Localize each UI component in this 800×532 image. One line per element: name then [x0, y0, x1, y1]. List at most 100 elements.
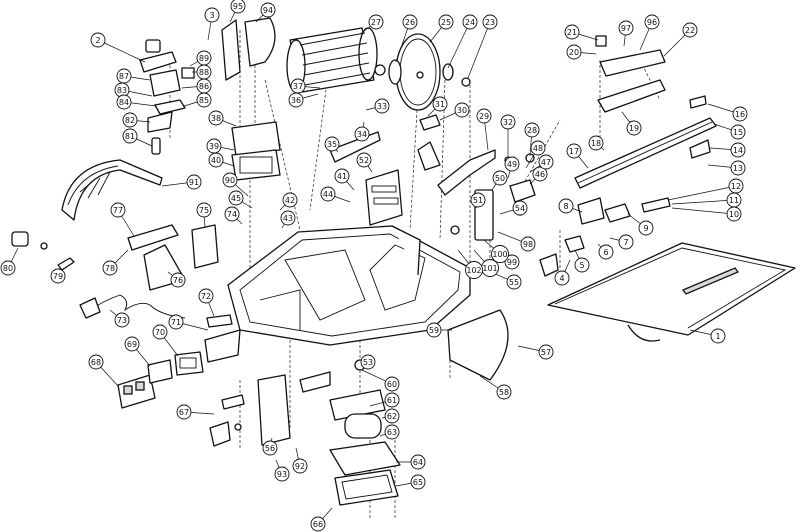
callout-number: 41 [337, 172, 347, 181]
callout-number: 8 [563, 202, 568, 211]
callout-number: 78 [105, 264, 115, 273]
callout-circle [176, 404, 192, 420]
callout-47: 47 [538, 154, 554, 170]
callout-circle [170, 272, 186, 288]
callout-37: 37 [290, 78, 306, 94]
leader-line-23 [467, 21, 491, 79]
callout-circle [538, 344, 554, 360]
callout-number: 21 [567, 28, 577, 37]
callout-number: 96 [647, 18, 657, 27]
callout-number: 102 [466, 266, 481, 275]
callout-number: 50 [495, 174, 505, 183]
callout-16: 16 [732, 106, 748, 122]
callout-94: 94 [260, 2, 276, 18]
callout-circle [410, 474, 426, 490]
callout-number: 101 [482, 264, 497, 273]
callout-14: 14 [730, 142, 746, 158]
callout-number: 34 [357, 130, 367, 139]
callout-number: 1 [715, 332, 720, 341]
saw-blade [388, 33, 471, 111]
callout-circle [274, 466, 290, 482]
rip-fence-rail [574, 35, 717, 189]
callout-circle [208, 110, 224, 126]
callout-number: 69 [127, 340, 137, 349]
callout-number: 11 [729, 196, 739, 205]
callout-circle [644, 14, 660, 30]
callout-circle [230, 0, 246, 14]
callout-circle [116, 94, 132, 110]
leader-line-11 [671, 199, 735, 205]
callout-44: 44 [320, 186, 336, 202]
callout-circle [564, 24, 580, 40]
callout-circle [506, 274, 522, 290]
callout-number: 38 [211, 114, 221, 123]
callout-68: 68 [88, 354, 104, 370]
saw-base-frame [227, 225, 471, 346]
fence-lock-parts [539, 197, 671, 277]
callout-59: 59 [426, 322, 442, 338]
callout-27: 27 [368, 14, 384, 30]
callout-number: 99 [507, 258, 517, 267]
callout-number: 44 [323, 190, 333, 199]
callout-circle [558, 198, 574, 214]
callout-number: 14 [733, 146, 743, 155]
callout-71: 71 [168, 314, 184, 330]
callout-61: 61 [384, 392, 400, 408]
callout-48: 48 [530, 140, 546, 156]
callout-circle [728, 178, 744, 194]
callout-number: 73 [117, 316, 127, 325]
callout-8: 8 [558, 198, 574, 214]
callout-60: 60 [384, 376, 400, 392]
callout-number: 83 [117, 86, 127, 95]
riving-knife [417, 114, 496, 196]
callout-number: 46 [535, 170, 545, 179]
callout-circle [538, 154, 554, 170]
callout-circle [426, 322, 442, 338]
callout-circle [222, 172, 238, 188]
callout-number: 51 [473, 196, 483, 205]
callout-number: 18 [591, 139, 601, 148]
callout-number: 31 [435, 100, 445, 109]
callout-number: 71 [171, 318, 181, 327]
callout-number: 37 [293, 82, 303, 91]
callout-number: 3 [209, 11, 214, 20]
callout-number: 90 [225, 176, 235, 185]
callout-circle [122, 128, 138, 144]
callout-circle [102, 260, 118, 276]
callout-circle [88, 354, 104, 370]
callout-number: 35 [327, 140, 337, 149]
callout-number: 29 [479, 112, 489, 121]
callout-number: 97 [621, 24, 631, 33]
callout-76: 76 [170, 272, 186, 288]
callout-number: 92 [295, 462, 305, 471]
callout-84: 84 [116, 94, 132, 110]
callout-number: 84 [119, 98, 129, 107]
callout-number: 13 [733, 164, 743, 173]
callout-circle [574, 257, 590, 273]
callout-36: 36 [288, 92, 304, 108]
callout-102: 102 [465, 261, 483, 279]
callout-circle [732, 106, 748, 122]
callout-43: 43 [280, 210, 296, 226]
callout-number: 15 [733, 128, 743, 137]
callout-18: 18 [588, 135, 604, 151]
callout-circle [520, 236, 536, 252]
callout-circle [512, 200, 528, 216]
callout-number: 17 [569, 147, 579, 156]
callout-circle [462, 14, 478, 30]
callout-circle [320, 186, 336, 202]
callout-93: 93 [274, 466, 290, 482]
front-handle [61, 159, 163, 221]
callout-number: 47 [541, 158, 551, 167]
callout-79: 79 [50, 268, 66, 284]
callout-circle [482, 14, 498, 30]
callout-number: 66 [313, 520, 323, 529]
callout-75: 75 [196, 202, 212, 218]
callout-circle [730, 160, 746, 176]
callout-30: 30 [454, 102, 470, 118]
callout-number: 79 [53, 272, 63, 281]
callout-100: 100 [491, 245, 509, 263]
callout-circle [384, 392, 400, 408]
callout-circle [496, 384, 512, 400]
